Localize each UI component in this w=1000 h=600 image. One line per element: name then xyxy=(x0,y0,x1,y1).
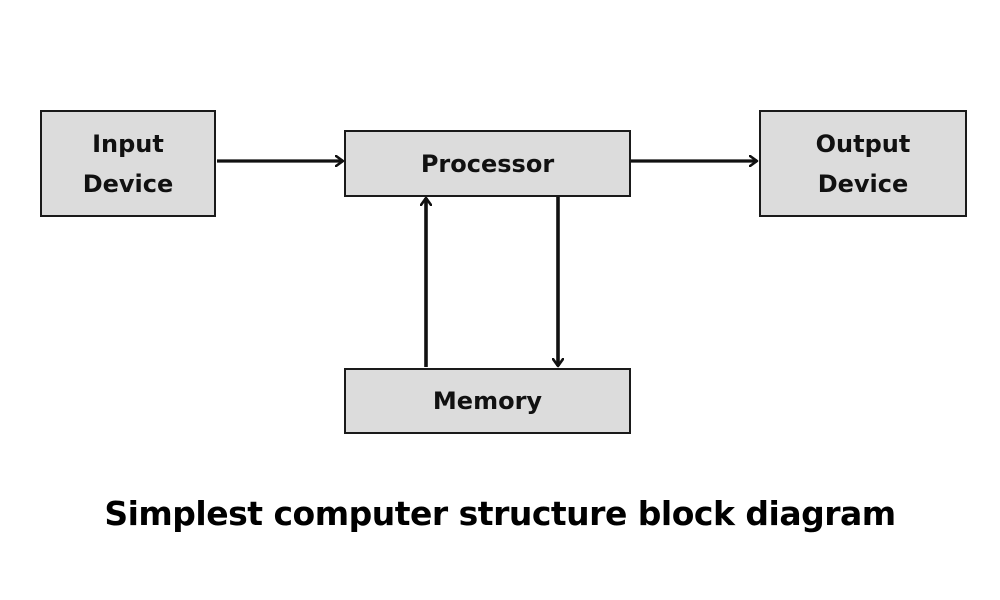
output-device-block: Output Device xyxy=(759,110,967,217)
memory-label: Memory xyxy=(432,387,543,415)
memory-block: Memory xyxy=(344,368,631,434)
diagram-caption: Simplest computer structure block diagra… xyxy=(104,494,896,533)
input-device-label: Input Device xyxy=(82,129,174,198)
input-device-block: Input Device xyxy=(40,110,216,217)
output-device-label: Output Device xyxy=(815,129,911,198)
processor-label: Processor xyxy=(420,149,555,178)
processor-block: Processor xyxy=(344,130,631,197)
